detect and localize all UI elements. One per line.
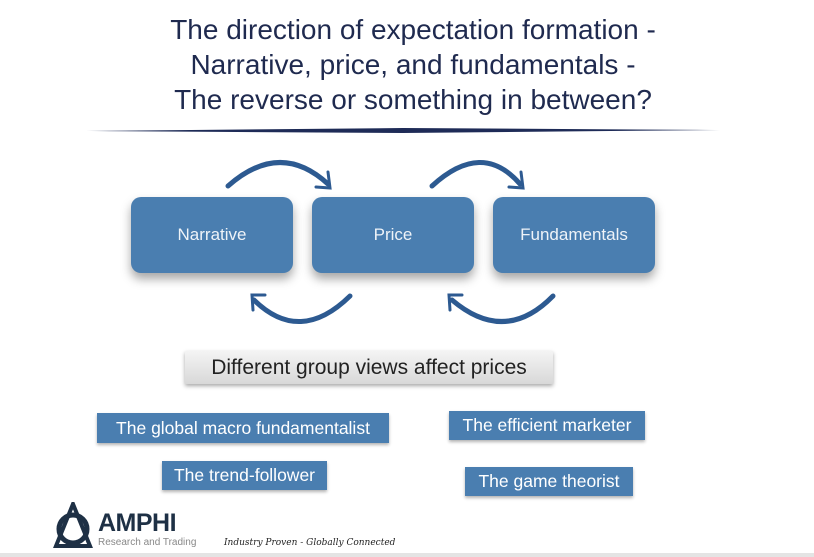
group-views-heading: Different group views affect prices: [185, 351, 553, 384]
arrowhead-1: [314, 170, 332, 190]
box-label: Fundamentals: [520, 225, 628, 244]
title-line-2: Narrative, price, and fundamentals -: [190, 49, 636, 80]
footer-divider: [0, 553, 814, 557]
amphi-logo-icon: [53, 502, 93, 548]
title-line-1: The direction of expectation formation -: [170, 14, 656, 45]
slide-title: The direction of expectation formation -…: [60, 12, 766, 117]
arrow-fundamentals-to-price: [449, 293, 556, 324]
arrow-price-to-fundamentals: [429, 160, 523, 189]
brand-name: AMPHI: [98, 509, 177, 537]
label-game-theorist: The game theorist: [465, 467, 633, 496]
arrowhead-2: [507, 170, 525, 190]
title-divider: [85, 128, 721, 133]
tagline: Industry Proven - Globally Connected: [224, 538, 396, 548]
label-global-macro: The global macro fundamentalist: [97, 413, 389, 443]
box-narrative: Narrative: [131, 197, 293, 273]
box-label: Narrative: [177, 225, 247, 244]
arrow-price-to-narrative: [251, 293, 353, 324]
arrowhead-4: [447, 293, 464, 312]
box-fundamentals: Fundamentals: [493, 197, 655, 273]
box-price: Price: [312, 197, 474, 273]
arrowhead-3: [250, 293, 267, 312]
brand-subtitle: Research and Trading: [98, 537, 197, 548]
label-efficient-marketer: The efficient marketer: [449, 411, 645, 440]
box-label: Price: [373, 225, 413, 244]
label-trend-follower: The trend-follower: [162, 461, 327, 490]
arrow-narrative-to-price: [225, 160, 331, 189]
title-line-3: The reverse or something in between?: [174, 84, 652, 115]
